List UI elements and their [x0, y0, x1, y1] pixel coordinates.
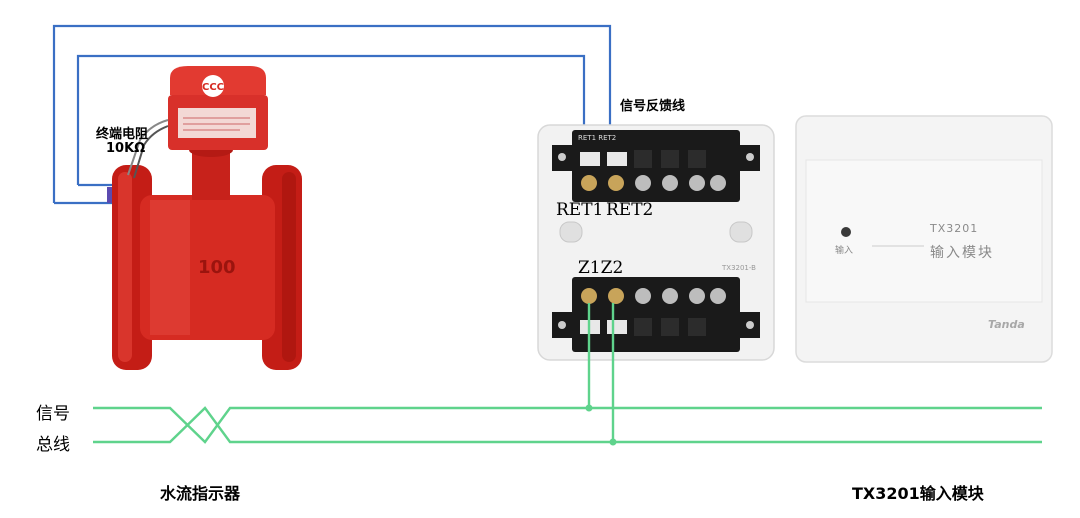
junction-z2 [609, 438, 617, 446]
input-module-caption: TX3201输入模块 [852, 484, 984, 503]
feedback-wires [52, 24, 612, 205]
water-flow-indicator-caption: 水流指示器 [160, 484, 241, 503]
bus-label: 总线 [36, 435, 70, 455]
module-brand-text: Tanda [988, 318, 1025, 331]
junction-z1 [585, 404, 593, 412]
terminal-resistor-label: 终端电阻 [96, 127, 149, 142]
svg-text:CCC: CCC [202, 82, 224, 93]
base-silk-top: RET1 RET2 [578, 134, 616, 142]
module-led-label: 输入 [835, 246, 854, 256]
bus-wire-upper [93, 406, 1042, 444]
signal-label: 信号 [36, 404, 70, 424]
bus-wire-lower [93, 406, 1042, 444]
screw-ret1 [581, 175, 597, 191]
ret1-label: RET1 [556, 200, 604, 220]
z1z2-label: Z1Z2 [578, 258, 624, 278]
resistor-value-label: 10KΩ [106, 141, 146, 156]
indicator-neck [192, 150, 230, 200]
indicator-nameplate [178, 108, 256, 138]
signal-bus [93, 303, 1042, 444]
ret2-label: RET2 [606, 200, 654, 220]
feedback-line-label: 信号反馈线 [620, 99, 686, 114]
module-model-text: TX3201 [930, 222, 979, 235]
ccc-mark-icon [202, 75, 224, 97]
input-led-icon [841, 227, 851, 237]
water-flow-indicator: 100 CCC [112, 66, 302, 370]
feedback-wire-outer [52, 24, 612, 203]
screw-ret2 [608, 175, 624, 191]
pipe-size-mark: 100 [198, 257, 236, 278]
screw-z2 [608, 288, 624, 304]
screw-z1 [581, 288, 597, 304]
input-module [795, 115, 1053, 363]
feedback-wire-inner [76, 54, 586, 185]
terminal-resistor-icon [107, 187, 112, 203]
terminal-block-bottom [572, 277, 740, 352]
module-name-text: 输入模块 [930, 245, 994, 261]
base-silk-side: TX3201-B [721, 264, 756, 272]
terminal-base: RET1 RET2 TX3201-B [537, 124, 775, 361]
